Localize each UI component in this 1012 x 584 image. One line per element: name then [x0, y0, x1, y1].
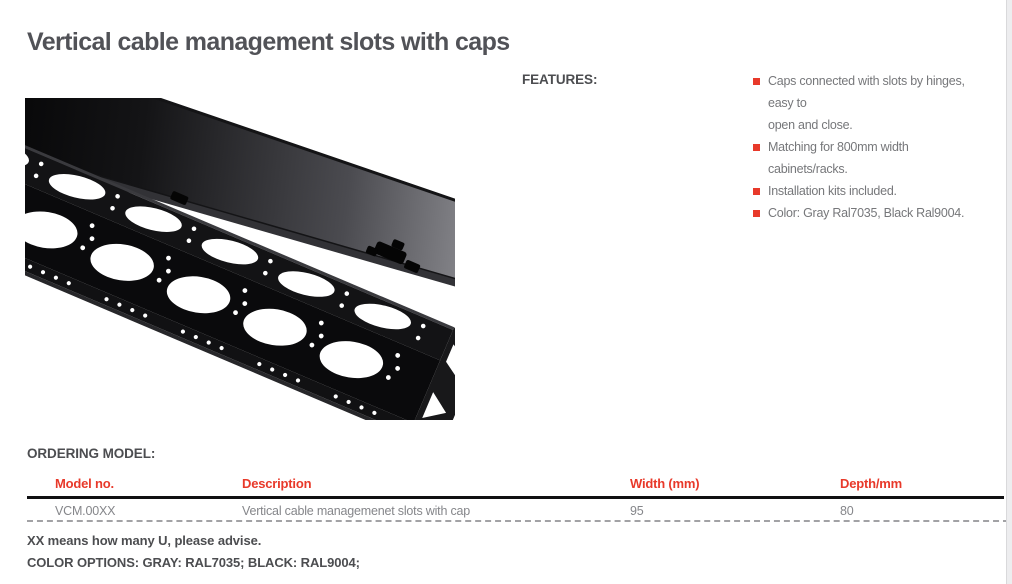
- ordering-model-heading: ORDERING MODEL:: [27, 446, 156, 461]
- feature-item: Caps connected with slots by hinges, eas…: [753, 70, 987, 136]
- red-square-bullet-icon: [753, 144, 760, 151]
- column-header-description: Description: [242, 476, 312, 491]
- feature-text: Matching for 800mm width cabinets/racks.: [768, 140, 909, 176]
- cell-depth: 80: [840, 504, 854, 518]
- red-square-bullet-icon: [753, 210, 760, 217]
- note-xx-advice: XX means how many U, please advise.: [27, 533, 262, 548]
- cell-width: 95: [630, 504, 644, 518]
- table-header-rule: [27, 496, 1004, 499]
- cell-model-no: VCM.00XX: [55, 504, 116, 518]
- features-heading: FEATURES:: [522, 72, 598, 87]
- feature-item: Matching for 800mm width cabinets/racks.: [753, 136, 987, 180]
- column-header-width: Width (mm): [630, 476, 700, 491]
- page-title: Vertical cable management slots with cap…: [27, 28, 510, 56]
- table-dashed-divider: [27, 520, 1009, 522]
- product-photo-cable-management: [25, 98, 455, 420]
- red-square-bullet-icon: [753, 188, 760, 195]
- ordering-table: Model no. Description Width (mm) Depth/m…: [27, 476, 1009, 526]
- feature-text: Color: Gray Ral7035, Black Ral9004.: [768, 206, 965, 220]
- features-list: Caps connected with slots by hinges, eas…: [753, 70, 987, 224]
- cell-description: Vertical cable managemenet slots with ca…: [242, 504, 471, 518]
- feature-text: Caps connected with slots by hinges, eas…: [768, 74, 965, 132]
- column-header-model-no: Model no.: [55, 476, 114, 491]
- feature-item: Color: Gray Ral7035, Black Ral9004.: [753, 202, 987, 224]
- page-edge-strip: [1006, 0, 1012, 584]
- feature-text: Installation kits included.: [768, 184, 897, 198]
- red-square-bullet-icon: [753, 78, 760, 85]
- column-header-depth: Depth/mm: [840, 476, 902, 491]
- feature-item: Installation kits included.: [753, 180, 987, 202]
- note-color-options: COLOR OPTIONS: GRAY: RAL7035; BLACK: RAL…: [27, 555, 360, 570]
